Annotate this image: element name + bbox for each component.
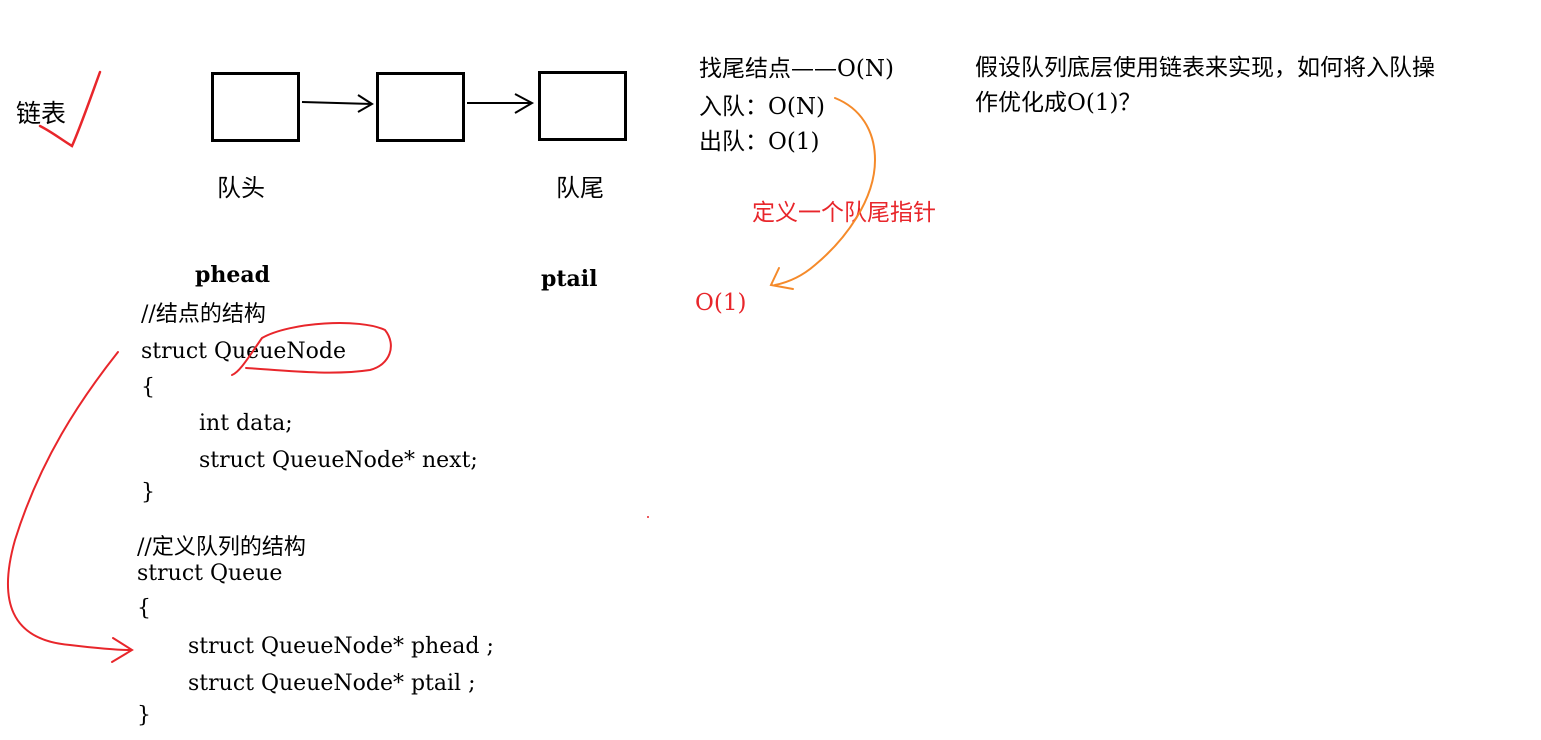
queue-head-label: 队头 <box>217 174 265 202</box>
red-curve-arrow <box>7 351 131 651</box>
question-line-2: 作优化成O(1)？ <box>975 90 1142 116</box>
find-tail-complexity: 找尾结点——O(N) <box>699 56 894 82</box>
dequeue-complexity: 出队：O(1) <box>699 129 820 155</box>
code-open-brace-2: { <box>137 596 151 621</box>
orange-curve-arrowhead <box>769 267 794 290</box>
code-field-ptail: struct QueueNode* ptail ; <box>188 671 476 696</box>
code-comment-node: //结点的结构 <box>141 302 266 327</box>
code-field-phead: struct QueueNode* phead ; <box>188 634 494 659</box>
optimized-complexity: O(1) <box>695 290 747 316</box>
code-comment-queue: //定义队列的结构 <box>137 535 306 560</box>
head-pointer-label: phead <box>195 262 271 288</box>
node-arrow-2 <box>467 93 535 114</box>
node-arrow-1 <box>301 94 374 113</box>
queue-tail-label: 队尾 <box>556 174 604 202</box>
code-close-brace-1: } <box>141 480 155 505</box>
question-line-1: 假设队列底层使用链表来实现，如何将入队操 <box>975 55 1435 81</box>
code-node-struct: struct QueueNode <box>141 339 346 364</box>
linked-list-label: 链表 <box>16 99 67 128</box>
node-box-middle <box>376 72 465 142</box>
tail-pointer-label: ptail <box>541 266 598 292</box>
enqueue-complexity: 入队：O(N) <box>699 94 825 120</box>
tail-pointer-note: 定义一个队尾指针 <box>752 200 936 226</box>
node-box-tail <box>538 71 627 141</box>
code-field-next: struct QueueNode* next; <box>199 448 478 473</box>
stray-dot <box>647 516 649 518</box>
red-curve-arrowhead <box>111 637 134 663</box>
code-field-data: int data; <box>199 411 293 436</box>
code-queue-struct: struct Queue <box>137 561 283 586</box>
node-box-head <box>211 72 300 142</box>
code-open-brace-1: { <box>141 375 155 400</box>
code-close-brace-2: } <box>137 703 151 728</box>
orange-curve-arrow <box>774 97 877 286</box>
